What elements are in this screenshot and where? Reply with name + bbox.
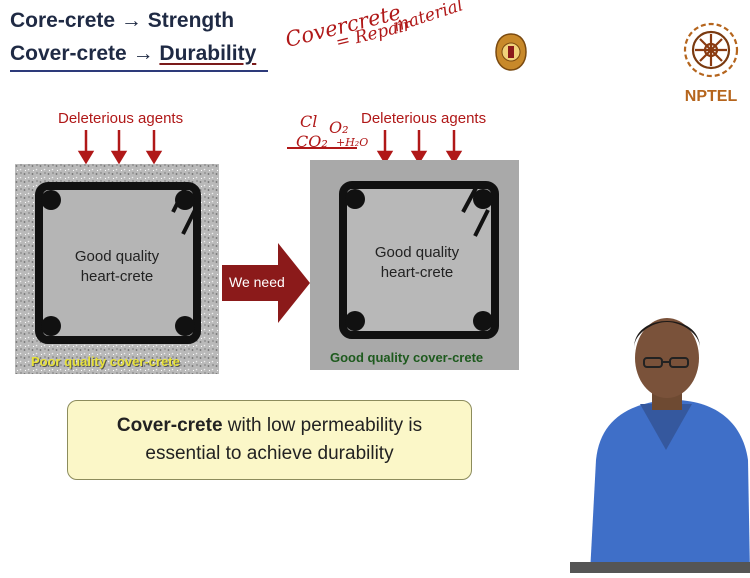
left-agents-label: Deleterious agents xyxy=(58,110,184,127)
nptel-logo-text: NPTEL xyxy=(684,88,738,105)
handwritten-h2o: +H₂O xyxy=(336,136,369,149)
poor-cover-label: Poor quality cover-crete xyxy=(31,354,180,369)
right-agents-label: Deleterious agents xyxy=(361,110,487,127)
title-underline xyxy=(10,70,268,72)
handwritten-material: material xyxy=(390,0,466,37)
title-durability: Durability xyxy=(159,42,257,65)
left-core-line-2: heart-crete xyxy=(80,268,154,286)
nptel-logo: NPTEL xyxy=(681,16,741,108)
good-cover-label: Good quality cover-crete xyxy=(330,350,484,365)
arrow-right-icon: → xyxy=(120,9,142,32)
title-line-2: Cover-crete → Durability xyxy=(10,42,256,66)
handwritten-strike xyxy=(287,147,357,149)
good-cover-section xyxy=(310,160,519,370)
callout-line-1: Cover-crete with low permeability is xyxy=(68,412,471,440)
callout-line-2: essential to achieve durability xyxy=(145,442,394,464)
right-core-line-1: Good quality xyxy=(374,244,460,261)
right-core-line-2: heart-crete xyxy=(380,264,454,282)
poor-cover-section xyxy=(15,164,219,374)
institute-emblem-icon xyxy=(494,32,528,72)
handwritten-co2: CO₂ xyxy=(296,132,328,151)
key-message-callout: Cover-crete with low permeability is ess… xyxy=(67,400,472,480)
left-core-text: Good quality heart-crete xyxy=(58,247,176,288)
title-core-crete: Core-crete xyxy=(10,9,116,32)
arrow-right-icon: → xyxy=(132,42,154,65)
we-need-arrow xyxy=(222,243,310,323)
we-need-label: We need xyxy=(229,274,285,290)
presenter-video xyxy=(570,300,750,573)
handwritten-o2: O₂ xyxy=(329,118,349,137)
title-strength: Strength xyxy=(147,9,235,32)
right-core-text: Good quality heart-crete xyxy=(358,243,476,284)
title-cover-crete: Cover-crete xyxy=(10,42,127,65)
left-agent-arrows xyxy=(77,130,163,165)
right-agent-arrows xyxy=(376,130,463,165)
left-core-line-1: Good quality xyxy=(74,248,160,265)
title-line-1: Core-crete → Strength xyxy=(10,9,234,33)
handwritten-cl: Cl xyxy=(300,112,318,131)
callout-line-1-rest: with low permeability is xyxy=(222,415,423,436)
callout-bold-term: Cover-crete xyxy=(116,415,223,436)
